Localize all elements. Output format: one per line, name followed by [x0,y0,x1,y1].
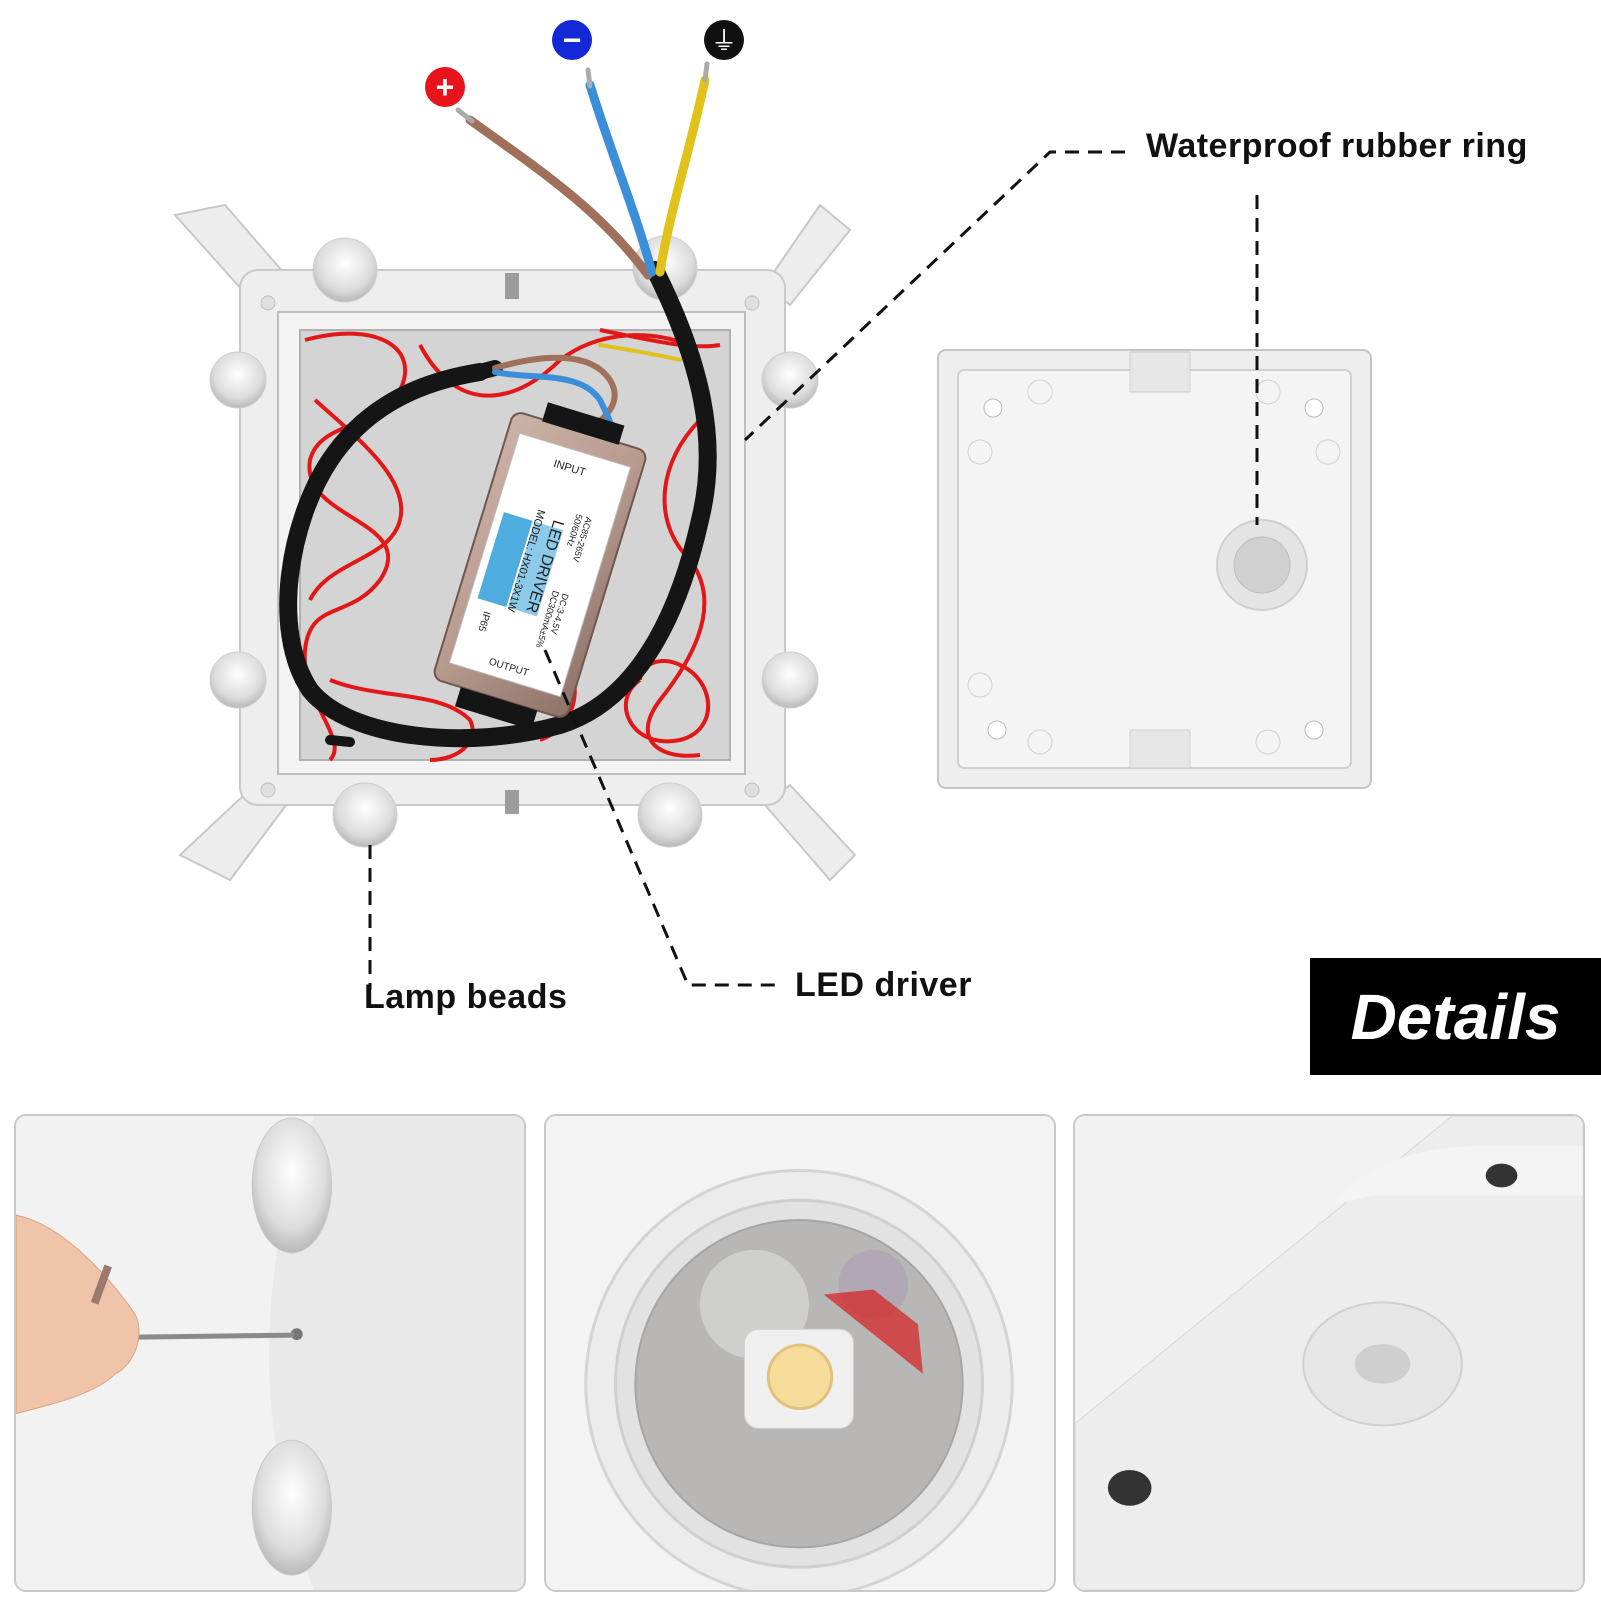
details-badge: Details [1310,958,1601,1075]
detail-panel-pin-tool [14,1114,526,1592]
callout-leaders [368,150,1259,990]
lamp-bead [312,237,378,303]
negative-symbol-icon: − [552,20,592,60]
lamp-bead [251,1439,332,1576]
led-driver-callout: LED driver [795,966,972,1004]
lamp-bead [251,1117,332,1254]
details-badge-label: Details [1350,980,1561,1053]
lamp-bead [761,651,819,709]
rubber-ring [1216,519,1308,611]
lamp-bead [637,782,703,848]
detail-panel-cover [1073,1114,1585,1592]
led-driver-box: INPUT LED DRIVER MODEL: HX01-3X1W AC85-2… [433,402,647,730]
svg-text:−: − [563,22,582,58]
lamp-bead [209,351,267,409]
lamp-beads-callout: Lamp beads [364,978,568,1016]
red-internal-wires [302,328,721,762]
svg-text:⏚: ⏚ [711,27,737,57]
lamp-bead [209,651,267,709]
ground-symbol-icon: ⏚ [704,20,744,60]
back-cover-plate [937,349,1372,789]
rubber-ring-callout: Waterproof rubber ring [1146,127,1528,165]
lamp-bead [332,782,398,848]
svg-text:+: + [436,69,455,105]
detail-panel-lens [544,1114,1056,1592]
positive-symbol-icon: + [425,67,465,107]
hand [16,1214,140,1415]
lamp-bead [761,351,819,409]
